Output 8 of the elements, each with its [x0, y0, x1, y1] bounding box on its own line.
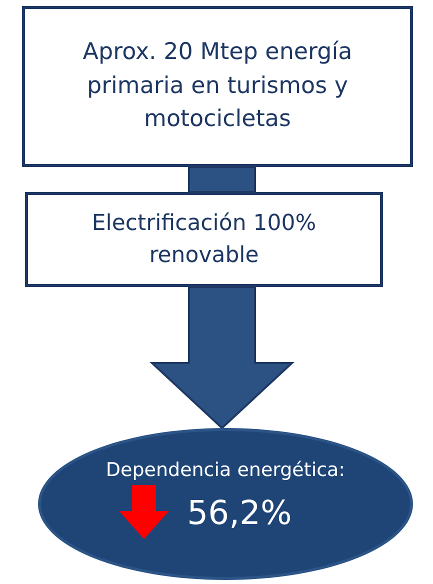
process-box	[22, 6, 413, 167]
connector-bar	[188, 166, 256, 193]
box-text: Aprox. 20 Mtep energía primaria en turismos y motocicletas	[82, 38, 354, 134]
process-box	[25, 192, 383, 287]
percentage-value: 56,2%	[187, 492, 292, 532]
block-arrow	[149, 286, 295, 430]
box-text: Electrificación 100% renovable	[90, 210, 318, 270]
result-label: Dependencia energética:	[106, 459, 346, 481]
